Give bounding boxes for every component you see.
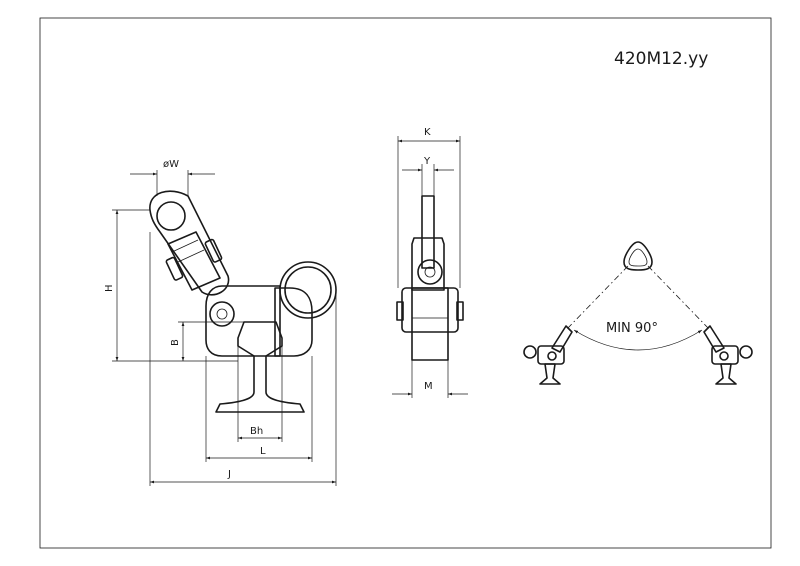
master-link: [623, 241, 653, 271]
front-view: øW H B Bh L: [104, 159, 337, 486]
sling-clamp-left: [523, 325, 573, 385]
lifting-shackle: [149, 190, 230, 296]
dimension-w-label: øW: [163, 159, 179, 170]
sling-angle-diagram: MIN 90°: [523, 241, 753, 385]
sling-leg-left: [565, 265, 629, 331]
side-view-body: [396, 195, 464, 361]
dimension-b: B: [170, 321, 244, 361]
dimension-h-label: H: [104, 284, 115, 292]
drawing-code: 420M12.yy: [614, 49, 708, 69]
drawing-frame: [39, 17, 772, 549]
dimension-l: L: [205, 356, 313, 462]
dimension-m-label: M: [424, 381, 433, 392]
dimension-k: K: [397, 127, 461, 288]
rail-profile: [215, 321, 305, 413]
dimension-j: J: [149, 232, 337, 486]
dimension-y: Y: [402, 156, 454, 196]
dimension-b-label: B: [170, 339, 181, 346]
angle-label: MIN 90°: [606, 321, 658, 336]
side-view: K Y M: [392, 127, 468, 398]
dimension-m: M: [392, 360, 468, 398]
dimension-k-label: K: [424, 127, 431, 138]
dimension-bh-label: Bh: [250, 426, 263, 437]
sling-clamp-right: [703, 325, 753, 385]
dimension-y-label: Y: [423, 156, 431, 167]
dimension-l-label: L: [260, 446, 266, 457]
dimension-j-label: J: [227, 469, 231, 480]
dimension-w: øW: [130, 159, 215, 196]
sling-leg-right: [647, 265, 711, 331]
handle-ring: [279, 261, 337, 319]
clamp-body: [205, 285, 313, 357]
angle-arc: [573, 329, 703, 351]
dimension-bh: Bh: [237, 346, 283, 442]
dimension-h: H: [104, 209, 238, 362]
